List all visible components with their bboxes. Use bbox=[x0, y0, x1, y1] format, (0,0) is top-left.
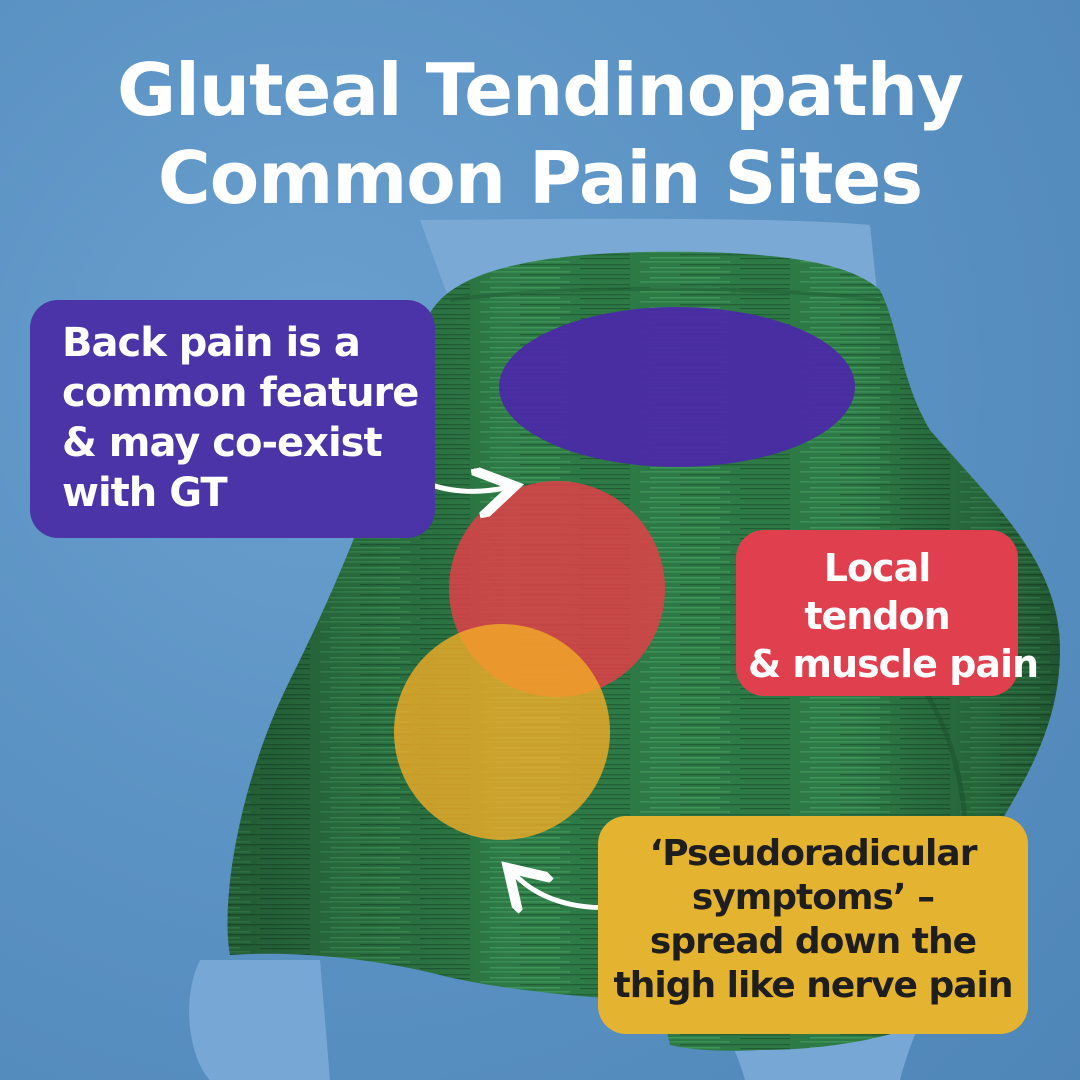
title-line-1: Gluteal Tendinopathy bbox=[117, 48, 964, 132]
title-line-2: Common Pain Sites bbox=[157, 136, 923, 220]
waistband-line bbox=[449, 286, 881, 302]
local-pain-callout: Local tendon & muscle pain bbox=[736, 530, 1039, 696]
back-pain-line-1: Back pain is a bbox=[62, 320, 361, 366]
pseudo-line-4: thigh like nerve pain bbox=[613, 965, 1014, 1006]
page-title: Gluteal Tendinopathy Common Pain Sites bbox=[0, 46, 1080, 222]
pseudo-line-2: symptoms’ – bbox=[691, 877, 935, 918]
back-pain-line-2: common feature bbox=[62, 370, 419, 416]
local-pain-line-3: & muscle pain bbox=[748, 642, 1039, 686]
back-pain-line-4: with GT bbox=[62, 470, 228, 516]
back-pain-callout: Back pain is a common feature & may co-e… bbox=[30, 300, 435, 538]
local-pain-line-2: tendon bbox=[804, 594, 950, 638]
thigh-pain-zone bbox=[394, 624, 610, 840]
pseudoradicular-callout: ‘Pseudoradicular symptoms’ – spread down… bbox=[598, 816, 1028, 1034]
leg-skin-left bbox=[189, 960, 330, 1080]
back-pain-line-3: & may co-exist bbox=[62, 420, 383, 466]
back-pain-zone bbox=[499, 307, 855, 467]
local-pain-line-1: Local bbox=[823, 546, 932, 590]
pseudo-line-3: spread down the bbox=[649, 921, 977, 962]
pseudo-line-1: ‘Pseudoradicular bbox=[649, 833, 978, 874]
